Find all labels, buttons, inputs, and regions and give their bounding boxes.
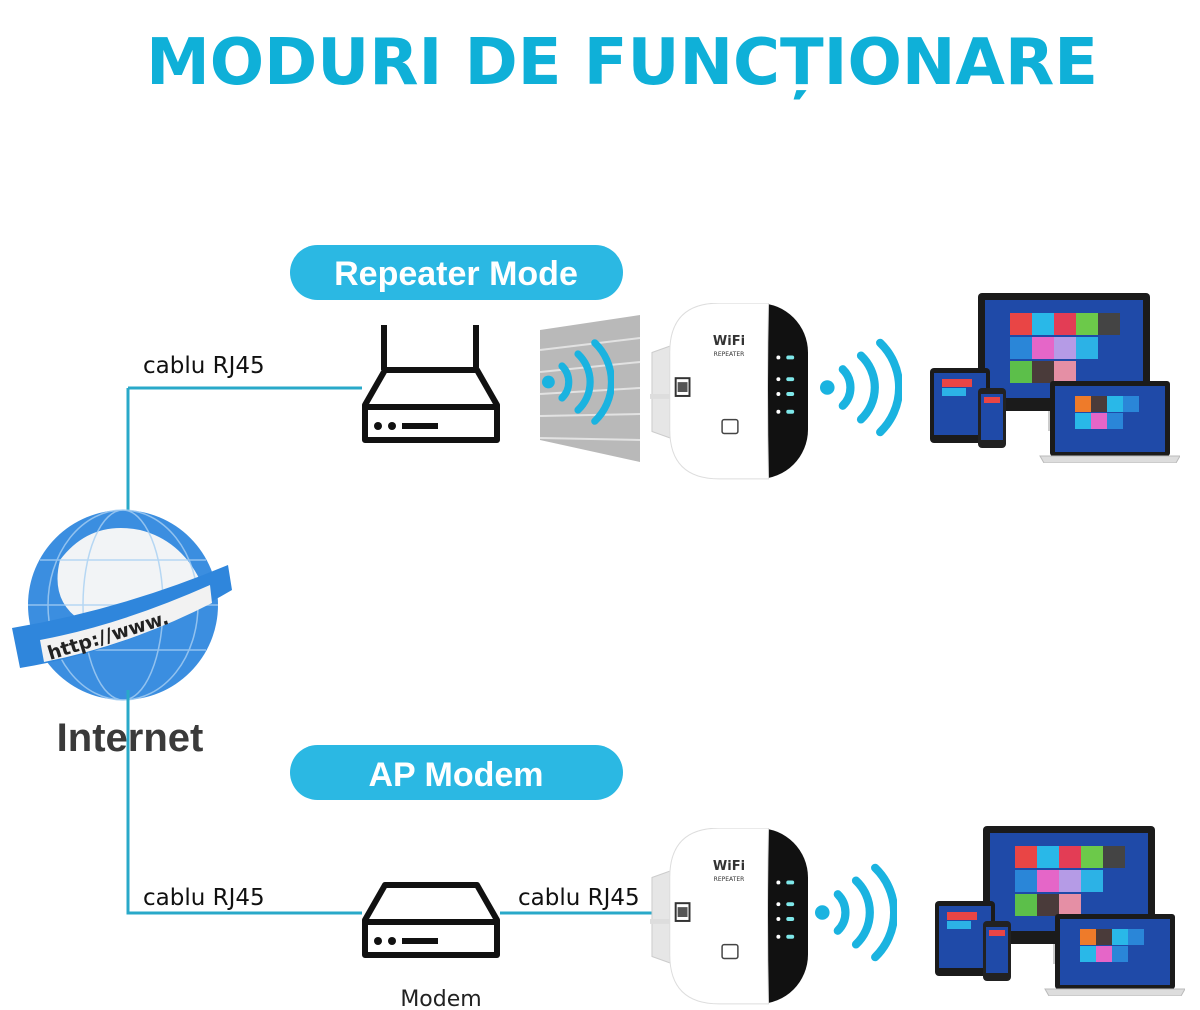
modem-icon [362,882,500,958]
cable-label: cablu RJ45 [143,353,265,379]
brick-wall-icon [539,315,641,462]
client-devices-icon [930,293,1180,463]
modem-label: Modem [400,987,481,1010]
router-icon [362,325,500,443]
page-title: MODURI DE FUNCȚIONARE [146,26,1098,100]
repeater-model: REPEATER [714,876,745,883]
repeater-brand: WiFi [713,334,745,349]
client-devices-icon [935,826,1185,996]
wifi-repeater-device: WiFi REPEATER [650,303,808,480]
ap-modem-pill: AP Modem [290,745,623,800]
cable-label: cablu RJ45 [518,885,640,911]
ap-modem-label: AP Modem [368,756,543,794]
wifi-signal-icon [820,343,899,432]
repeater-brand: WiFi [713,859,745,874]
internet-globe-icon: http://www. [12,509,232,701]
internet-label: Internet [57,716,204,760]
wifi-signal-icon [815,868,894,957]
repeater-mode-pill: Repeater Mode [290,245,623,300]
wifi-repeater-device: WiFi REPEATER [650,828,808,1005]
repeater-model: REPEATER [714,351,745,358]
cable-label: cablu RJ45 [143,885,265,911]
repeater-mode-label: Repeater Mode [334,255,578,293]
cable-lines [126,386,668,915]
